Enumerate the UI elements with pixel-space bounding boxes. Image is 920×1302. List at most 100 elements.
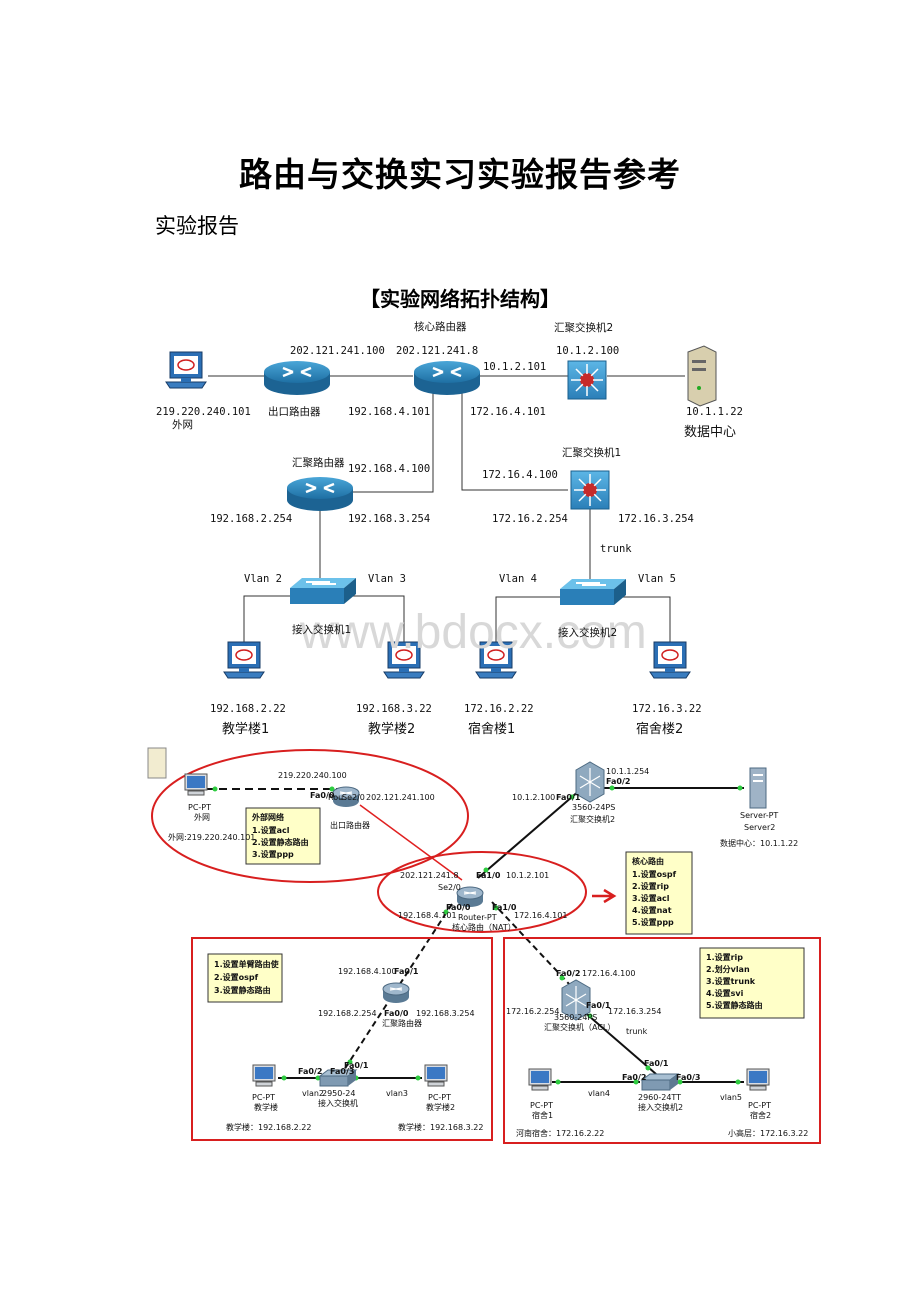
server-icon (687, 345, 717, 407)
pt-fa02-acc2: Fa0/2 (622, 1073, 646, 1082)
label-ip-172-4-100: 172.16.4.100 (482, 469, 558, 481)
pt-sw3560-top: 3560-24PS (572, 803, 615, 812)
pt-server: Server-PT (740, 811, 778, 820)
pt-agg-router: 汇聚路由器 (382, 1018, 422, 1028)
pt-teach2-pc-icon (424, 1064, 448, 1087)
pt-fa02-agg1: Fa0/2 (556, 969, 580, 978)
left-note-line1: 1.设置单臂路由使 (214, 959, 280, 969)
label-core-router: 核心路由器 (414, 320, 467, 333)
pc-teach1-icon (223, 641, 265, 679)
pt-agg-acl: 汇聚交换机（ACL） (544, 1022, 615, 1032)
pt-fa01-agg1: Fa0/1 (586, 1001, 611, 1010)
agg-switch2-icon (567, 360, 607, 400)
left-note (207, 953, 283, 1003)
pt-fa00: Fa0/0 (310, 791, 335, 800)
label-vlan4: Vlan 4 (499, 573, 537, 585)
label-ip-10-2-100: 10.1.2.100 (556, 345, 619, 357)
pt-dorm1-pc-icon (528, 1068, 552, 1091)
pt-agg-router-icon (382, 982, 410, 1004)
pt-fa10-top: Fa1/0 (476, 871, 501, 880)
pt-ip-172-4-100: 172.16.4.100 (582, 969, 635, 978)
label-ip-202-100: 202.121.241.100 (290, 345, 385, 357)
pt-vlan3: vlan3 (386, 1089, 408, 1098)
pt-teach2-type: PC-PT (428, 1093, 451, 1102)
pt-ext-pc-icon (184, 773, 208, 796)
pt-fa01-acc2: Fa0/1 (644, 1059, 669, 1068)
pt-ext-full: 外网:219.220.240.101 (168, 832, 255, 842)
pt-teach1-pc-icon (252, 1064, 276, 1087)
label-pc1-name: 教学楼1 (222, 721, 269, 737)
right-note-line4: 4.设置svi (706, 988, 744, 998)
pt-server2: Server2 (744, 823, 775, 832)
label-pc2-name: 教学楼2 (368, 721, 415, 737)
core-router-highlight (377, 851, 587, 933)
label-pc2-ip: 192.168.3.22 (356, 703, 432, 715)
label-dc-ip: 10.1.1.22 (686, 406, 743, 418)
pt-core-nat: 核心路由（NAT） (452, 922, 516, 932)
label-vlan5: Vlan 5 (638, 573, 676, 585)
label-dc-name: 数据中心 (684, 425, 736, 440)
label-agg-switch1: 汇聚交换机1 (562, 446, 621, 459)
ext-note (245, 807, 321, 865)
pt-fa00-core: Fa0/0 (446, 903, 471, 912)
label-ext-name: 外网 (172, 419, 193, 431)
pt-trunk: trunk (626, 1027, 648, 1036)
right-area-box (503, 937, 821, 1144)
arrow-icon (592, 888, 617, 904)
pt-sw2960: 2960-24TT (638, 1093, 681, 1102)
external-pc-icon (165, 351, 207, 389)
label-pc4-ip: 172.16.3.22 (632, 703, 702, 715)
pt-sw2950: 2950-24 (322, 1089, 355, 1098)
label-ip-172-4-101: 172.16.4.101 (470, 406, 546, 418)
pt-ip-10-1-254: 10.1.1.254 (606, 767, 649, 776)
agg-switch1-icon (570, 470, 610, 510)
access-switch2-icon (559, 578, 627, 606)
left-note-line3: 3.设置静态路由 (214, 985, 271, 995)
agg-router-icon (285, 475, 355, 513)
pt-ip-192-2-254: 192.168.2.254 (318, 1009, 377, 1018)
pt-dorm1-ip: 河南宿舍：172.16.2.22 (516, 1128, 604, 1138)
pt-vlan5: vlan5 (720, 1093, 742, 1102)
right-note-line5: 5.设置静态路由 (706, 1000, 763, 1010)
pt-teach2-ip: 教学楼：192.168.3.22 (398, 1122, 483, 1132)
core-note (625, 851, 693, 935)
pt-teach1-type: PC-PT (252, 1093, 275, 1102)
section-subtitle: 实验报告 (155, 214, 239, 238)
pt-fa03-acc2: Fa0/3 (676, 1073, 700, 1082)
pt-ip-202-100: 202.121.241.100 (366, 793, 435, 802)
pt-server-icon (749, 767, 767, 809)
label-agg-switch2: 汇聚交换机2 (554, 321, 613, 334)
pt-teach1: 教学楼 (254, 1102, 278, 1112)
pt-router-tag: Rou (328, 793, 343, 802)
label-ip-192-4-100: 192.168.4.100 (348, 463, 430, 475)
pt-fa01-agg2: Fa0/1 (556, 793, 581, 802)
label-vlan2: Vlan 2 (244, 573, 282, 585)
ext-note-line2: 2.设置静态路由 (252, 837, 309, 847)
right-note (699, 947, 805, 1019)
left-note-line2: 2.设置ospf (214, 972, 259, 982)
label-pc3-name: 宿舍楼1 (468, 721, 515, 737)
label-ext-ip: 219.220.240.101 (156, 406, 251, 418)
access-switch1-icon (289, 577, 357, 605)
pt-fa01-aggr: Fa0/1 (394, 967, 419, 976)
core-note-line5: 5.设置ppp (632, 917, 674, 927)
core-router-icon (412, 359, 482, 397)
label-ip-192-4-101: 192.168.4.101 (348, 406, 430, 418)
pt-teach2: 教学楼2 (426, 1102, 455, 1112)
watermark: www.bdocx.com (299, 606, 647, 659)
core-note-line1: 1.设置ospf (632, 869, 677, 879)
label-ip-202-8: 202.121.241.8 (396, 345, 478, 357)
label-access2: 接入交换机2 (558, 626, 617, 639)
label-pc1-ip: 192.168.2.22 (210, 703, 286, 715)
pt-ip-172-2-254: 172.16.2.254 (506, 1007, 559, 1016)
pt-vlan2: vlan2 (302, 1089, 324, 1098)
label-agg-router: 汇聚路由器 (292, 456, 345, 469)
pt-dc: 数据中心：10.1.1.22 (720, 838, 798, 848)
label-access1: 接入交换机1 (292, 623, 351, 636)
pt-exit-dev: 出口路由器 (330, 820, 370, 830)
pt-ext-label: 外网 (194, 812, 210, 822)
ext-note-line1: 1.设置acl (252, 825, 290, 835)
pt-dorm2: 宿舍2 (750, 1110, 771, 1120)
topology-title: 【实验网络拓扑结构】 (360, 287, 560, 311)
